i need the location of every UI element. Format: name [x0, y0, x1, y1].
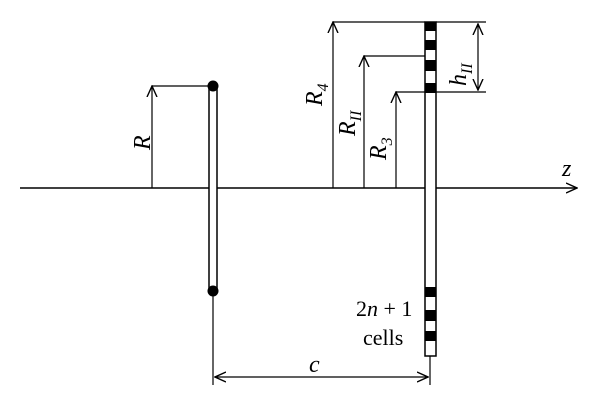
- label-hII: hII: [446, 63, 476, 86]
- left-ring: [207, 80, 219, 297]
- dimension-hII: [436, 21, 486, 93]
- label-R4: R4: [302, 83, 332, 107]
- dimension-c: [212, 296, 431, 385]
- cell: [425, 40, 436, 50]
- ring-top-dot: [207, 80, 219, 92]
- dimension-R: [152, 86, 209, 188]
- cell: [425, 287, 436, 297]
- cells-label-line2: cells: [363, 325, 403, 350]
- cells-label-line1: 2n + 1: [356, 296, 412, 321]
- label-RII: RII: [335, 110, 365, 137]
- dimension-RII: [364, 56, 425, 188]
- label-R3: R3: [366, 137, 396, 161]
- label-c: c: [309, 352, 320, 378]
- segmented-cylinder: [424, 21, 437, 357]
- dimension-R4: [333, 22, 425, 188]
- label-R: R: [130, 135, 156, 151]
- cell: [425, 83, 436, 93]
- cell: [425, 60, 436, 71]
- ring-bottom-dot: [207, 285, 219, 297]
- dimension-R3: [396, 92, 425, 188]
- cell: [425, 310, 436, 321]
- z-axis-label: z: [561, 156, 572, 182]
- cell: [425, 22, 436, 31]
- cell: [425, 331, 436, 341]
